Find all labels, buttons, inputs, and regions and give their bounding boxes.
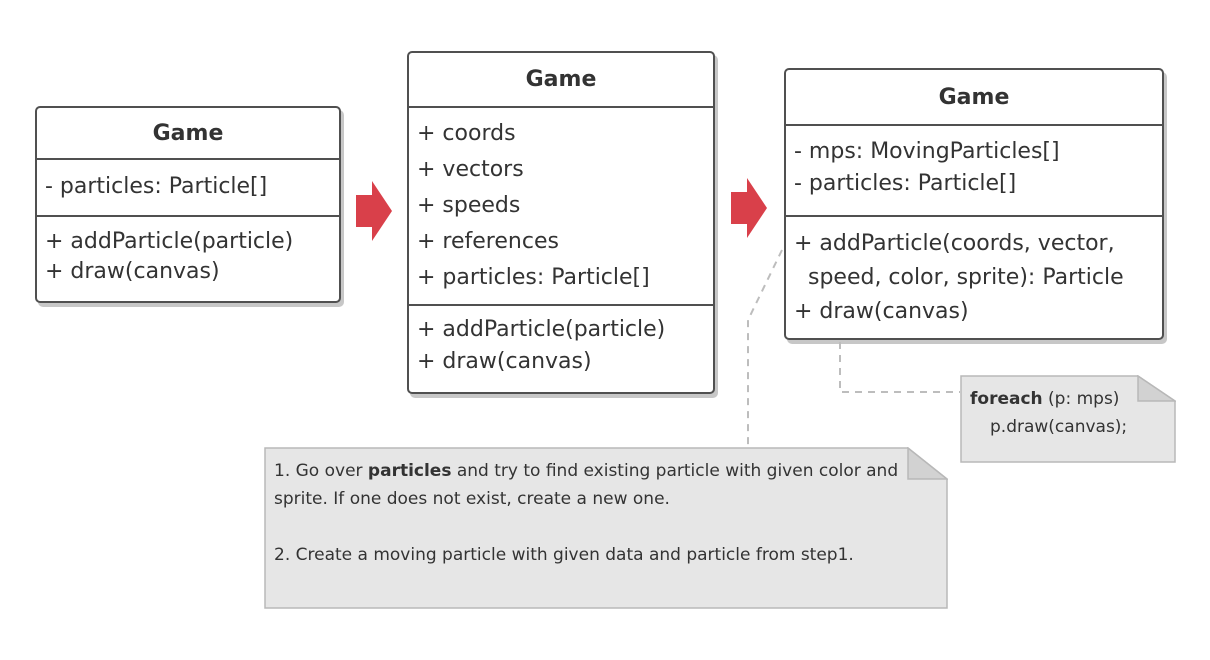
class-box-game-2: Game + coords + vectors + speeds + refer… — [407, 51, 715, 394]
note-connector-large — [747, 249, 783, 450]
note-connector-small — [839, 342, 960, 393]
algorithm-note-text: 1. Go over particles and try to find exi… — [274, 457, 908, 569]
class-methods: + addParticle(coords, vector, speed, col… — [786, 215, 1162, 329]
foreach-args: (p: mps) — [1042, 389, 1120, 409]
foreach-keyword: foreach — [970, 389, 1043, 409]
class-title: Game — [786, 70, 1162, 126]
class-field: + vectors — [417, 157, 524, 182]
class-method: + addParticle(particle) — [417, 317, 666, 342]
class-method: + addParticle(particle) — [45, 229, 294, 254]
class-field: - particles: Particle[] — [794, 171, 1017, 196]
class-field: + speeds — [417, 193, 521, 218]
note-step-1: 1. Go over particles and try to find exi… — [274, 461, 899, 509]
class-title: Game — [409, 53, 713, 108]
transform-arrow-icon — [731, 178, 767, 238]
class-method: + draw(canvas) — [45, 259, 220, 284]
class-field: + references — [417, 229, 559, 254]
code-note-text: foreach (p: mps) p.draw(canvas); — [970, 385, 1166, 441]
class-field: + coords — [417, 121, 516, 146]
class-methods: + addParticle(particle) + draw(canvas) — [37, 215, 339, 287]
code-note: foreach (p: mps) p.draw(canvas); — [960, 375, 1176, 463]
class-box-game-1: Game - particles: Particle[] + addPartic… — [35, 106, 341, 303]
note-step-2: 2. Create a moving particle with given d… — [274, 545, 854, 565]
class-method: + draw(canvas) — [794, 299, 969, 324]
class-fields: - particles: Particle[] — [37, 160, 339, 215]
class-field: - particles: Particle[] — [45, 174, 268, 199]
class-method: + draw(canvas) — [417, 349, 592, 374]
particles-keyword: particles — [367, 461, 452, 481]
class-methods: + addParticle(particle) + draw(canvas) — [409, 304, 713, 378]
class-method: speed, color, sprite): Particle — [794, 265, 1124, 290]
algorithm-note: 1. Go over particles and try to find exi… — [264, 447, 948, 609]
class-method: + addParticle(coords, vector, — [794, 231, 1115, 256]
draw-call: p.draw(canvas); — [990, 417, 1128, 437]
class-box-game-3: Game - mps: MovingParticles[] - particle… — [784, 68, 1164, 340]
class-title: Game — [37, 108, 339, 160]
class-fields: - mps: MovingParticles[] - particles: Pa… — [786, 126, 1162, 215]
transform-arrow-icon — [356, 181, 392, 241]
class-fields: + coords + vectors + speeds + references… — [409, 108, 713, 304]
class-field: - mps: MovingParticles[] — [794, 139, 1060, 164]
class-field: + particles: Particle[] — [417, 265, 650, 290]
